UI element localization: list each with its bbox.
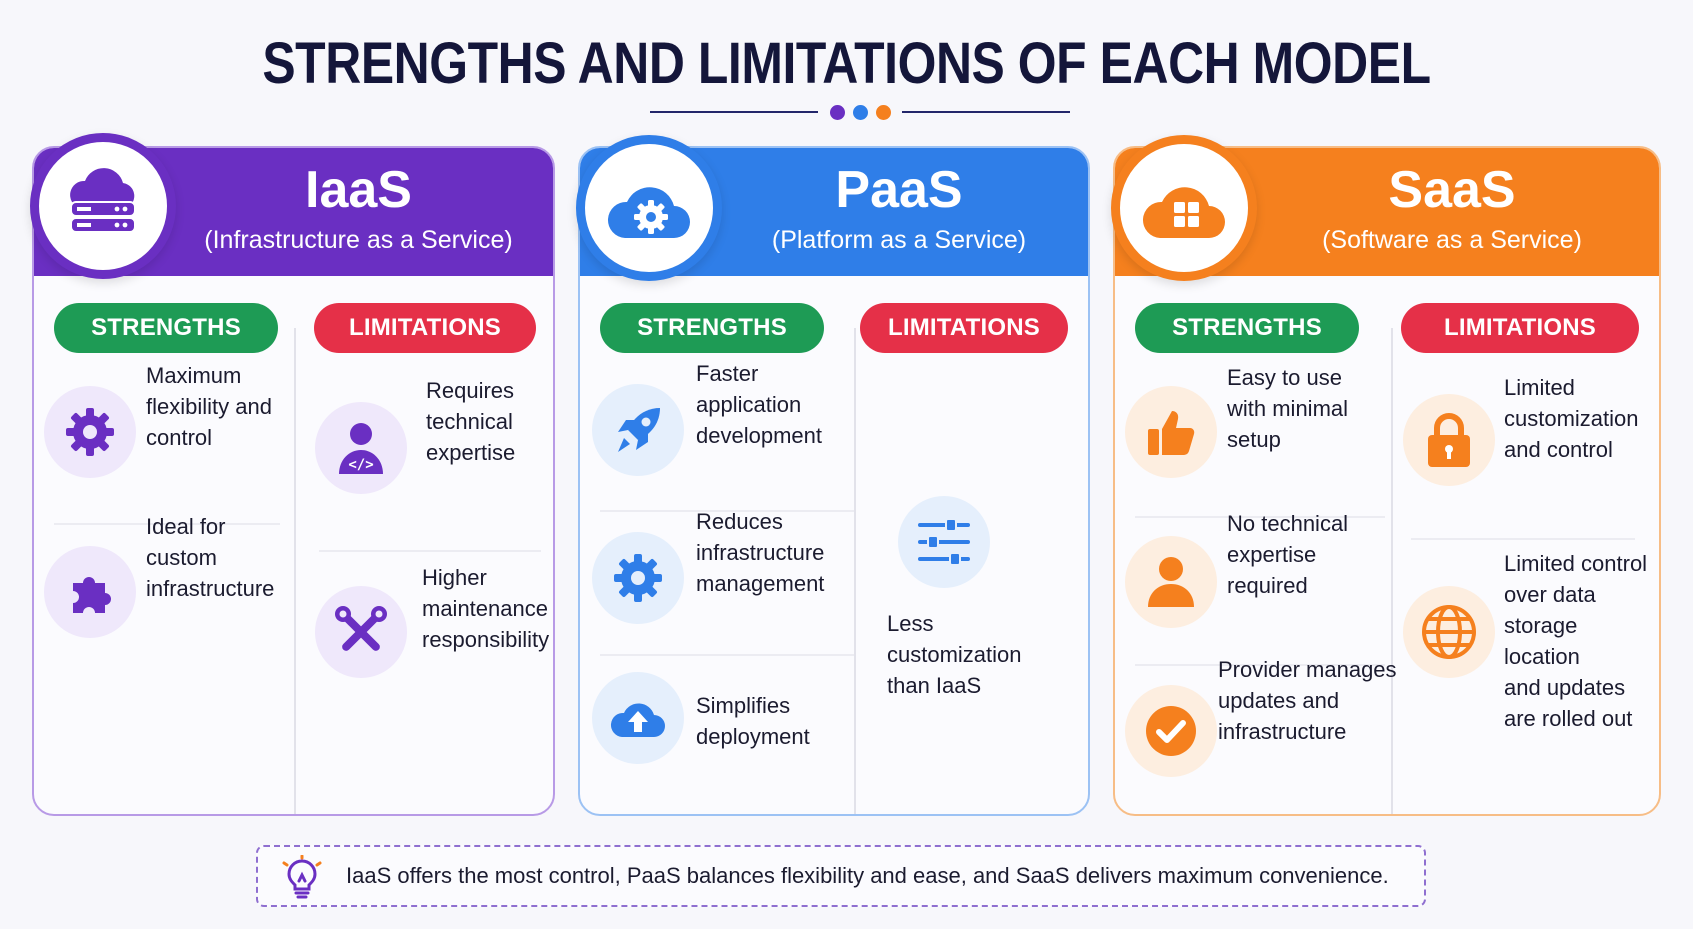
title-divider (650, 102, 1070, 122)
saas-subtitle: (Software as a Service) (1322, 226, 1582, 254)
puzzle-icon (44, 546, 136, 638)
lock-icon (1403, 394, 1495, 486)
paas-strengths-row-divider-1 (600, 510, 854, 512)
iaas-strengths-pill: STRENGTHS (54, 303, 278, 353)
paas-limitations-pill: LIMITATIONS (860, 303, 1068, 353)
user-icon (1125, 536, 1217, 628)
iaas-subtitle: (Infrastructure as a Service) (204, 226, 513, 254)
sliders-icon (898, 496, 990, 588)
title-dot-purple (830, 105, 845, 120)
saas-limitations-pill: LIMITATIONS (1401, 303, 1639, 353)
saas-strengths-row-divider-1 (1135, 516, 1385, 518)
saas-column-divider (1391, 328, 1393, 814)
page-title: STRENGTHS AND LIMITATIONS OF EACH MODEL (262, 31, 1431, 96)
globe-icon (1403, 586, 1495, 678)
paas-strengths-pill: STRENGTHS (600, 303, 824, 353)
paas-title: PaaS (835, 161, 963, 219)
iaas-strengths-row-divider (54, 523, 280, 525)
tools-icon (315, 586, 407, 678)
gear-icon (592, 532, 684, 624)
thumbs-up-icon (1125, 386, 1217, 478)
cloud-upload-icon (592, 672, 684, 764)
check-circle-icon (1125, 685, 1217, 777)
iaas-column-divider (294, 328, 296, 814)
saas-limitations-row-divider (1411, 538, 1635, 540)
rocket-icon (592, 384, 684, 476)
developer-icon: </> (315, 402, 407, 494)
saas-strengths-row-divider-2 (1135, 664, 1385, 666)
gear-icon (44, 386, 136, 478)
paas-strengths-row-divider-2 (600, 654, 854, 656)
cloud-gear-icon (576, 135, 722, 281)
title-dot-blue (853, 105, 868, 120)
saas-title: SaaS (1388, 161, 1516, 219)
saas-strengths-pill: STRENGTHS (1135, 303, 1359, 353)
iaas-title: IaaS (305, 161, 412, 219)
title-dot-orange (876, 105, 891, 120)
lightbulb-icon (282, 854, 322, 904)
server-cloud-icon (30, 133, 176, 279)
paas-subtitle: (Platform as a Service) (771, 226, 1027, 254)
iaas-limitations-row-divider (319, 550, 541, 552)
summary-text: IaaS offers the most control, PaaS balan… (346, 863, 1389, 888)
svg-text:</>: </> (348, 457, 373, 473)
paas-column-divider (854, 328, 856, 814)
summary-banner: IaaS offers the most control, PaaS balan… (256, 845, 1426, 907)
cloud-apps-icon (1111, 135, 1257, 281)
iaas-limitations-pill: LIMITATIONS (314, 303, 536, 353)
